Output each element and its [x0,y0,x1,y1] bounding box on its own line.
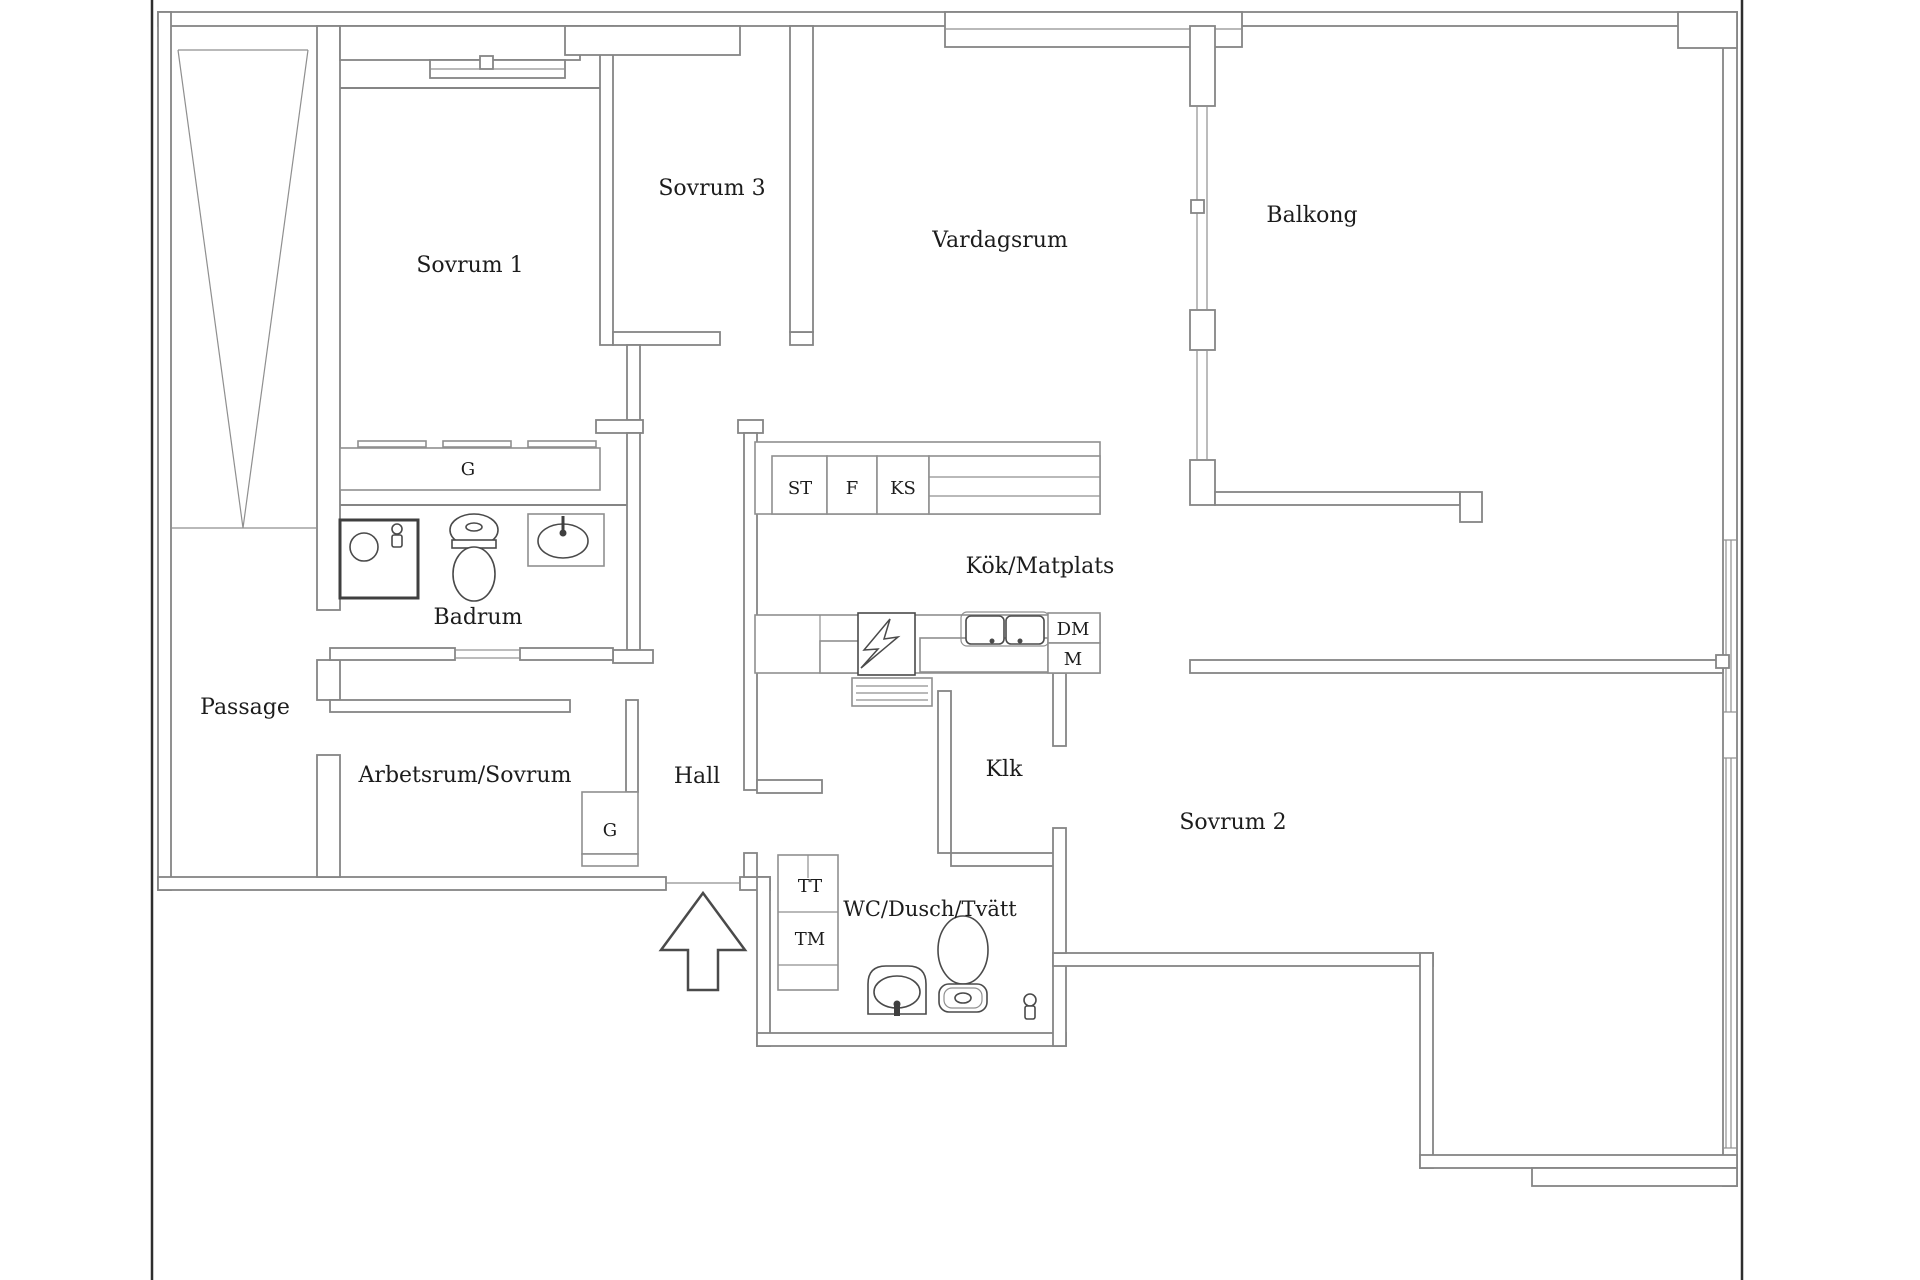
stove-bolt-icon [860,618,901,669]
micro-box [1047,642,1101,674]
bathroom-sink-icon [527,513,605,567]
room-label-sovrum2: Sovrum 2 [1179,810,1286,835]
appliance-label-dm: DM [1057,619,1090,640]
appliance-label-tm: TM [795,929,825,950]
toilet-icon [449,513,499,602]
window-latch-icon [479,55,494,70]
entrance-arrow-icon [658,890,748,992]
room-label-badrum: Badrum [434,605,523,630]
passage-shaft [171,49,317,529]
page-edges [150,0,1744,1280]
badrum-fixtures [338,513,605,602]
interior-walls [316,25,1724,954]
closet-label-g-sovrum1: G [461,459,475,480]
room-label-passage: Passage [200,695,290,720]
window-handle-icon [1715,654,1730,669]
labels: Sovrum 1 Sovrum 3 Vardagsrum Balkong Pas… [200,176,1357,950]
closet-label-g-hall: G [603,820,617,841]
wc-fixtures [867,915,1037,1020]
appliance-label-f: F [846,478,859,499]
room-label-sovrum3: Sovrum 3 [658,176,765,201]
kitchen-counter [754,611,1101,707]
wc-toilet-icon [937,915,989,1013]
closet-hall [581,791,639,867]
room-label-wc-dusch-tvatt: WC/Dusch/Tvätt [843,897,1017,921]
appliance-label-m: M [1064,649,1082,670]
laundry-tower [777,854,839,991]
floor-drain-icon [1023,993,1037,1020]
balcony-door-handle-icon [1190,199,1205,214]
room-label-kok-matplats: Kök/Matplats [966,554,1115,579]
shower-icon [338,518,420,600]
appliance-label-tt: TT [798,876,822,897]
room-label-balkong: Balkong [1266,203,1357,228]
room-label-sovrum1: Sovrum 1 [416,253,523,278]
appliance-label-st: ST [788,478,812,499]
windows [339,11,1737,1149]
room-label-vardagsrum: Vardagsrum [931,228,1068,253]
room-label-klk: Klk [986,757,1023,782]
room-label-hall: Hall [674,764,720,789]
wc-sink-icon [867,965,927,1016]
radiator-icon [851,677,933,707]
room-label-arbetsrum: Arbetsrum/Sovrum [358,763,572,788]
kitchen-cabinets [754,441,1101,515]
wardrobe-sovrum1 [339,440,601,491]
kitchen-sink-icon [960,611,1050,647]
appliance-label-ks: KS [890,478,916,499]
